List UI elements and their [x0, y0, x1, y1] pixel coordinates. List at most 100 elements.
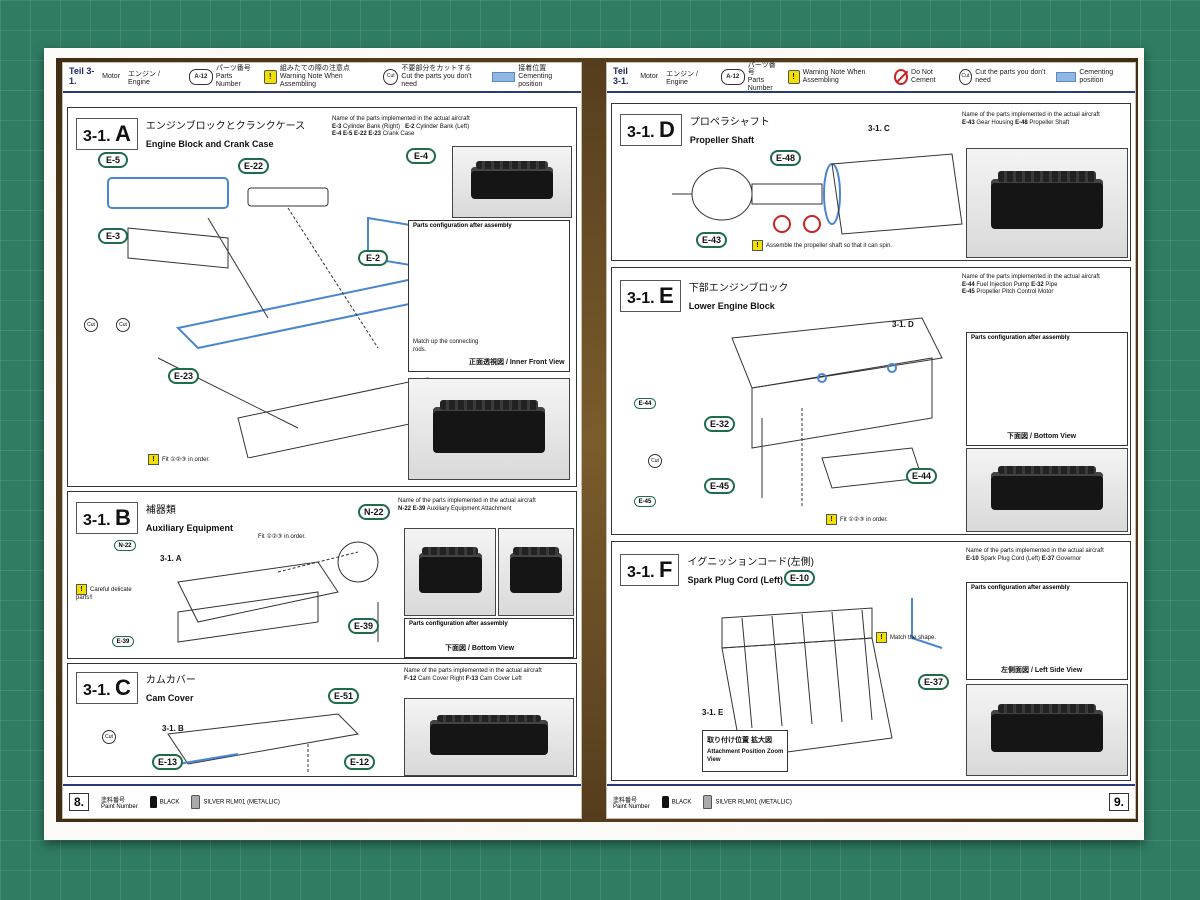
- cut-icon: Cut: [116, 318, 130, 332]
- paint-black: BLACK: [149, 796, 180, 808]
- paint-en: Paint Number: [101, 803, 138, 810]
- part-badge-n22: N-22: [358, 504, 390, 520]
- teil-label: Teil 3-1.: [613, 66, 629, 86]
- zoom-en: Attachment Position Zoom View: [707, 749, 784, 763]
- part-badge-e39: E-39: [348, 618, 380, 634]
- photo-spark-plug-cord: [966, 684, 1128, 776]
- config-title: Parts configuration after assembly: [971, 335, 1070, 341]
- legend-name: Cam Cover Right: [418, 675, 465, 682]
- section-f-title: 3-1. F イグニッションコード(左側)Spark Plug Cord (Le…: [620, 552, 814, 588]
- part-badge-e5: E-5: [98, 152, 128, 168]
- section-c-letter: C: [115, 675, 131, 700]
- legend-name: Auxiliary Equipment Attachment: [426, 505, 512, 512]
- section-f-legend: Name of the parts implemented in the act…: [966, 548, 1130, 563]
- section-f-number: 3-1. F: [620, 554, 680, 586]
- paint-silver-label: SILVER RLM01 (METALLIC): [203, 799, 280, 806]
- legend-code: E-39: [412, 505, 426, 512]
- paint-bottle-icon: [661, 796, 669, 808]
- careful-text: Careful delicate parts!!: [76, 587, 132, 601]
- propeller-shaft-drawing: [672, 153, 963, 235]
- paint-black-label: BLACK: [159, 799, 180, 806]
- engine-block-drawing: [107, 177, 441, 458]
- actual-title: Name of the parts implemented in the act…: [962, 112, 1100, 118]
- minibadge-e44: E-44: [634, 398, 656, 409]
- ref-3-1-b: 3-1. B: [162, 724, 184, 733]
- warning-icon: !: [263, 70, 277, 84]
- config-box-b: Parts configuration after assembly 下面図 /…: [404, 618, 574, 658]
- section-f-num-text: 3-1.: [627, 564, 655, 581]
- paint-bottle-icon: [149, 796, 157, 808]
- cut-icon: Cut: [383, 69, 399, 85]
- section-a-num-text: 3-1.: [83, 128, 111, 145]
- paint-silver: SILVER RLM01 (METALLIC): [191, 795, 280, 809]
- minibadge-e45: E-45: [634, 496, 656, 507]
- auxiliary-drawing: [177, 541, 379, 643]
- section-f-letter: F: [659, 557, 673, 582]
- warning-jp: 組みたての際の注意点: [279, 65, 350, 73]
- section-b-jp: 補器類: [145, 505, 176, 516]
- ref-3-1-e: 3-1. E: [702, 708, 724, 717]
- config-box-a: Parts configuration after assembly Match…: [408, 220, 570, 372]
- part-badge-e44: E-44: [906, 468, 938, 484]
- section-f-jp: イグニッションコード(左側): [687, 557, 814, 568]
- section-b-en: Auxiliary Equipment: [145, 523, 233, 533]
- lower-engine-drawing: [731, 317, 943, 508]
- ref-3-1-a: 3-1. A: [160, 554, 182, 563]
- ref-3-1-c: 3-1. C: [868, 124, 890, 133]
- zoom-view-box: 取り付け位置 拡大図 Attachment Position Zoom View: [702, 730, 788, 772]
- part-badge-e12: E-12: [344, 754, 376, 770]
- part-number-jp: パーツ番号: [215, 65, 251, 73]
- part-number-icon: A-12: [188, 69, 213, 85]
- section-c-en: Cam Cover: [145, 693, 194, 703]
- legend-name: Cylinder Bank (Right): [343, 123, 401, 130]
- legend-code: E-32: [1031, 281, 1044, 288]
- warning-en: Warning Note When Assembling: [279, 73, 343, 88]
- cut-jp: 不要部分をカットする: [401, 65, 472, 73]
- part-badge-e4: E-4: [406, 148, 436, 164]
- teil-title: Teil 3-1. Motor: [69, 66, 120, 87]
- legend-code: F-12: [404, 675, 417, 682]
- section-e-letter: E: [659, 283, 674, 308]
- inner-front-view-caption: 正面透視図 / Inner Front View: [469, 359, 565, 366]
- legend-name: Governor: [1056, 555, 1082, 562]
- part-badge-e2: E-2: [358, 250, 388, 266]
- actual-title: Name of the parts implemented in the act…: [966, 548, 1104, 554]
- legend-name: Gear Housing: [976, 119, 1014, 126]
- fit-note-text: Fit ①②③ in order.: [162, 457, 210, 464]
- config-title: Parts configuration after assembly: [413, 223, 512, 229]
- part-badge-e10: E-10: [784, 570, 816, 586]
- bottom-view-caption: 下面図 / Bottom View: [1007, 433, 1077, 440]
- fit-note-e: !Fit ①②③ in order.: [826, 514, 888, 525]
- bottom-view-caption: 下面図 / Bottom View: [445, 645, 515, 652]
- section-d-en: Propeller Shaft: [689, 135, 754, 145]
- cement-en: Cementing position: [518, 73, 553, 88]
- spin-note: !Assemble the propeller shaft so that it…: [752, 240, 892, 251]
- section-d-num-text: 3-1.: [627, 124, 655, 141]
- config-box-f: Parts configuration after assembly 左側面図 …: [966, 582, 1128, 680]
- photo-engine-block: [452, 146, 572, 218]
- fit-note-text: Fit ①②③ in order.: [258, 534, 306, 540]
- part-badge-e48: E-48: [770, 150, 802, 166]
- legend-cut: Cut Cut the parts you don't need: [958, 69, 1049, 85]
- section-c-legend: Name of the parts implemented in the act…: [404, 668, 574, 683]
- section-d-letter: D: [659, 117, 675, 142]
- warning-icon: !: [148, 454, 159, 465]
- cut-icon: Cut: [84, 318, 98, 332]
- match-shape-text: Match the shape.: [890, 635, 937, 642]
- part-badge-e23: E-23: [168, 368, 200, 384]
- legend-code: E-10: [966, 555, 979, 562]
- photo-lower-engine: [966, 448, 1128, 532]
- section-c-num-text: 3-1.: [83, 682, 111, 699]
- cement-jp: 接着位置: [518, 65, 547, 73]
- right-page: Teil 3-1. Motor エンジン / Engine A-12 パーツ番号…: [606, 62, 1136, 819]
- legend-code: N-22: [398, 505, 412, 512]
- section-e-jp: 下部エンジンブロック: [688, 283, 789, 294]
- warning-icon: !: [752, 240, 763, 251]
